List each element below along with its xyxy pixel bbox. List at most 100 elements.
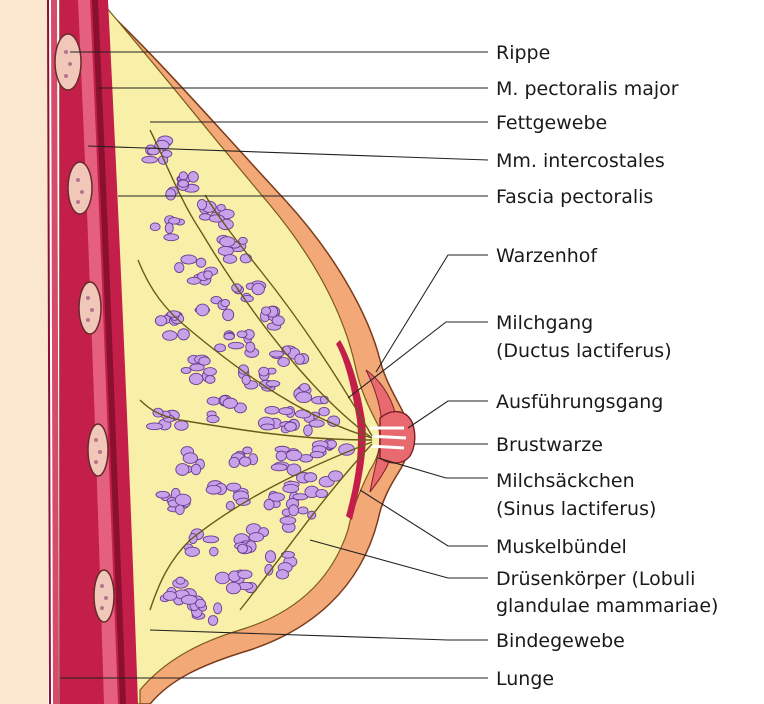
- lobule: [175, 463, 190, 476]
- lobule: [186, 276, 201, 285]
- lobule: [177, 179, 189, 188]
- lobule: [155, 490, 170, 499]
- lobule: [263, 498, 275, 511]
- lobule: [315, 489, 328, 499]
- lobule: [204, 375, 216, 384]
- label-fettgewebe: Fettgewebe: [496, 112, 607, 134]
- lobule: [239, 456, 252, 467]
- muscle-stripe-dark: [92, 0, 126, 704]
- lobule: [175, 576, 186, 585]
- lobule: [275, 569, 290, 580]
- lobule: [242, 446, 253, 455]
- lobule: [225, 500, 235, 511]
- glandular-lobules: [141, 135, 355, 626]
- lobule: [294, 409, 312, 419]
- lobule: [175, 504, 185, 515]
- lobule: [227, 341, 245, 350]
- lobule: [168, 217, 181, 225]
- leader-milchsaeckchen: [377, 457, 488, 479]
- chest-wall-line-2: [51, 0, 59, 704]
- lobule: [236, 330, 248, 339]
- lobule: [328, 470, 343, 482]
- label-milchsaeckchen: Milchsäckchen: [496, 470, 635, 492]
- ribs: [54, 33, 115, 623]
- label-fascia: Fascia pectoralis: [496, 186, 653, 208]
- label-milchgang: Milchgang: [496, 312, 593, 334]
- lobule: [264, 550, 277, 564]
- fat-tissue: [99, 0, 381, 704]
- label-druesenkoerper: Drüsenkörper (Lobuli: [496, 568, 695, 590]
- lobule: [251, 282, 265, 296]
- lobule: [222, 397, 238, 409]
- lobule: [146, 422, 163, 431]
- leader-muskelbuendel: [359, 489, 488, 547]
- leader-intercostales: [87, 145, 489, 161]
- rib: [54, 33, 82, 91]
- label-warzenhof: Warzenhof: [496, 245, 598, 267]
- lobule: [219, 236, 236, 248]
- lobule: [177, 328, 190, 341]
- lobule: [225, 581, 242, 595]
- lobule: [164, 222, 174, 234]
- lobule: [213, 602, 223, 615]
- lobule: [245, 341, 256, 353]
- lobule: [163, 233, 180, 242]
- lobule: [223, 332, 235, 341]
- muscle-bundle: [336, 340, 366, 520]
- lobule: [206, 414, 220, 424]
- lobule: [209, 546, 219, 557]
- lobule: [161, 149, 173, 158]
- label-milchsaeckchen-latin: (Sinus lactiferus): [496, 498, 656, 520]
- lobule: [327, 415, 341, 427]
- lobule: [239, 253, 252, 264]
- lobule: [178, 171, 188, 181]
- label-lunge: Lunge: [496, 668, 554, 690]
- lobule: [174, 493, 192, 506]
- lobule: [206, 396, 221, 406]
- rib: [87, 423, 109, 477]
- leader-warzenhof: [375, 254, 488, 373]
- lobule: [235, 497, 251, 506]
- leader-lines: [60, 51, 489, 679]
- label-pectoralis-major: M. pectoralis major: [496, 78, 679, 100]
- rib: [93, 569, 115, 623]
- lobule: [149, 222, 161, 232]
- lobule: [285, 449, 303, 462]
- lobule: [154, 315, 168, 327]
- lobule: [226, 482, 242, 492]
- lobule: [217, 245, 234, 256]
- lobule: [214, 343, 227, 353]
- lobule: [279, 516, 297, 525]
- lobule: [264, 563, 274, 576]
- lobule: [268, 492, 285, 502]
- lobule: [278, 407, 294, 416]
- label-ausfuehrungsgang: Ausführungsgang: [496, 391, 663, 413]
- lobule: [288, 504, 299, 517]
- leader-bindegewebe: [149, 629, 488, 641]
- lobule: [303, 472, 318, 483]
- lobule: [203, 270, 213, 280]
- lobule: [188, 372, 204, 385]
- lobule: [182, 452, 198, 464]
- chest-background: [0, 0, 48, 704]
- lobule: [222, 254, 238, 264]
- leader-milchgang: [347, 321, 488, 399]
- lobule: [208, 214, 225, 223]
- lobule: [270, 463, 288, 472]
- label-intercostales: Mm. intercostales: [496, 150, 665, 172]
- lobule: [237, 543, 248, 554]
- lobule: [275, 450, 287, 462]
- leader-druesen: [309, 539, 488, 579]
- lobule: [297, 506, 309, 515]
- label-bindegewebe: Bindegewebe: [496, 630, 625, 652]
- rib: [67, 161, 93, 215]
- lobule: [277, 356, 290, 367]
- lobule: [195, 303, 210, 317]
- leader-ausfuehrungsgang: [407, 400, 488, 429]
- lobule: [180, 366, 192, 374]
- ducts: [137, 129, 373, 611]
- lobule: [237, 569, 253, 580]
- lobule: [241, 374, 251, 386]
- lobule: [238, 364, 249, 375]
- lobule: [195, 257, 207, 268]
